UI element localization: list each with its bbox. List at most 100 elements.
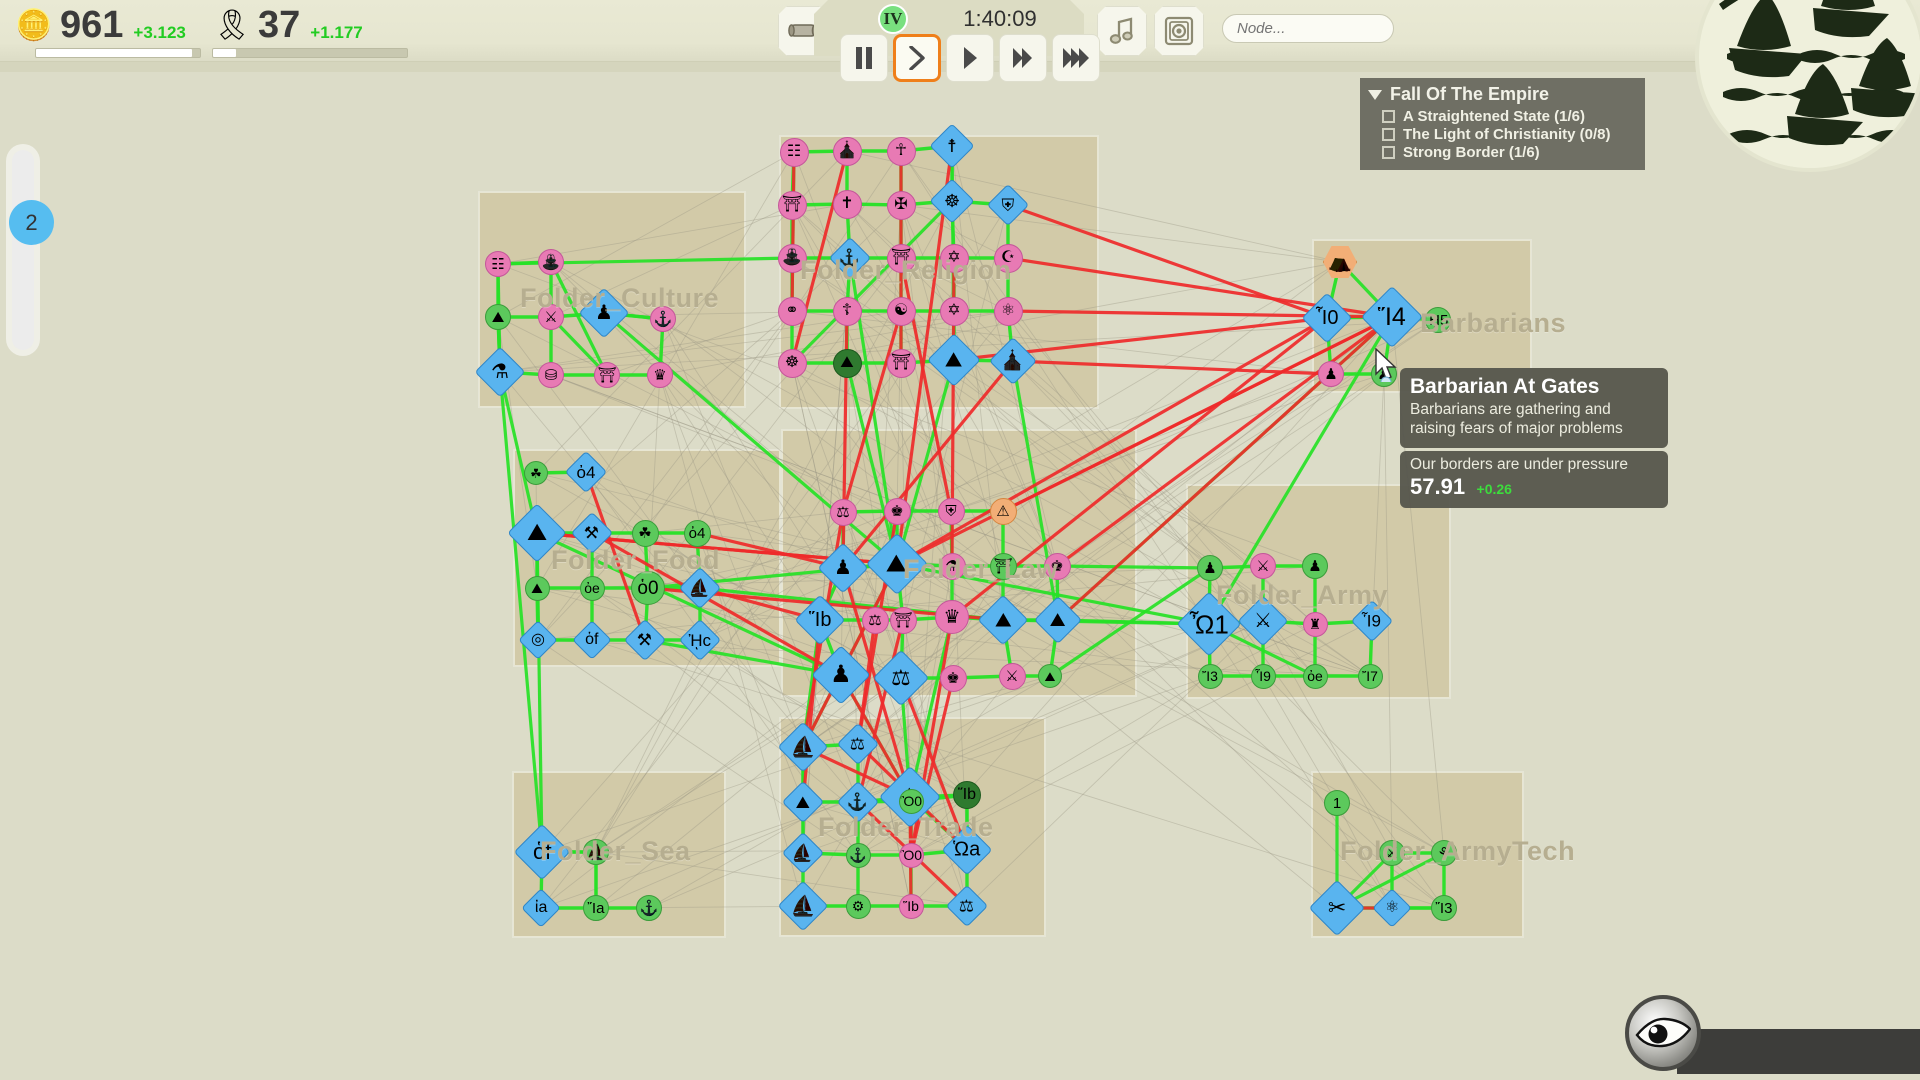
objective-row[interactable]: A Straightened State (1/6) <box>1368 108 1637 125</box>
graph-node[interactable]: ♟ <box>1371 361 1397 387</box>
graph-node[interactable]: ⛰ <box>1038 664 1062 688</box>
graph-node[interactable]: ♟ <box>1318 361 1344 387</box>
graph-node[interactable]: ⚓ <box>846 843 871 868</box>
node-glyph: ⛵ <box>791 737 816 757</box>
graph-node[interactable]: ☷ <box>485 251 511 277</box>
objective-row[interactable]: The Light of Christianity (0/8) <box>1368 126 1637 143</box>
graph-node[interactable]: ⛩ <box>778 191 807 220</box>
graph-node[interactable]: ⚓ <box>650 306 676 332</box>
graph-node[interactable]: Ἵb <box>953 781 981 809</box>
graph-node[interactable]: ⛨ <box>938 498 965 525</box>
search-input[interactable] <box>1222 14 1394 43</box>
graph-node[interactable]: Ἴ3 <box>1431 895 1457 921</box>
graph-node[interactable]: Ἵb <box>899 894 924 919</box>
music-button[interactable] <box>1097 6 1147 56</box>
graph-node[interactable]: ὀ4 <box>684 520 711 547</box>
graph-node[interactable]: ☘ <box>632 520 659 547</box>
triangle-down-icon[interactable] <box>1368 90 1382 100</box>
graph-node[interactable]: ♚ <box>884 498 911 525</box>
graph-node[interactable]: ☷ <box>780 138 809 167</box>
graph-node[interactable]: ☪ <box>994 244 1023 273</box>
graph-node[interactable]: ♟ <box>1197 555 1223 581</box>
graph-node[interactable]: ♛ <box>647 362 673 388</box>
graph-node[interactable]: ⚖ <box>862 607 889 634</box>
graph-node[interactable]: ✡ <box>940 297 969 326</box>
node-glyph: Ἴ7 <box>1362 669 1378 683</box>
graph-node[interactable]: ⚙ <box>846 894 871 919</box>
graph-node[interactable]: ⚖ <box>830 499 857 526</box>
graph-node[interactable]: ☯ <box>887 297 916 326</box>
eye-icon[interactable] <box>1625 995 1701 1071</box>
graph-node[interactable]: ⛵ <box>583 839 609 865</box>
graph-node[interactable]: ⚛ <box>994 297 1023 326</box>
graph-node[interactable]: ⚓ <box>636 895 662 921</box>
graph-node[interactable]: ⚘ <box>1431 840 1457 866</box>
speed-button-fastest[interactable] <box>1052 34 1100 82</box>
graph-node[interactable]: ✡ <box>940 244 969 273</box>
node-glyph: ⛰ <box>886 551 907 576</box>
graph-node[interactable]: ⛲ <box>778 244 807 273</box>
speed-button-slow[interactable] <box>893 34 941 82</box>
node-glyph: ☨ <box>947 137 957 155</box>
graph-node[interactable]: ♚ <box>940 665 967 692</box>
graph-node[interactable]: Ἴ7 <box>1358 664 1383 689</box>
graph-node[interactable]: ὀe <box>580 576 605 601</box>
objective-row[interactable]: Strong Border (1/6) <box>1368 144 1637 161</box>
graph-node[interactable]: Ἴ3 <box>1198 664 1223 689</box>
node-glyph: ⛨ <box>945 504 956 519</box>
objective-checkbox[interactable] <box>1382 110 1395 123</box>
resource-gold[interactable]: 🪙 961 +3.123 <box>14 4 186 47</box>
objective-checkbox[interactable] <box>1382 128 1395 141</box>
graph-node[interactable]: ⛩ <box>887 349 916 378</box>
graph-node[interactable]: ♛ <box>935 600 969 634</box>
speed-button-normal[interactable] <box>946 34 994 82</box>
graph-node[interactable]: ⚔ <box>1379 840 1405 866</box>
vision-widget[interactable] <box>1625 995 1920 1080</box>
speed-button-pause[interactable] <box>840 34 888 82</box>
graph-node[interactable]: ⛩ <box>990 553 1017 580</box>
era-badge[interactable]: IV <box>878 4 908 34</box>
graph-node[interactable]: ☸ <box>778 349 807 378</box>
node-glyph: ᾘ5 <box>1428 313 1449 328</box>
graph-node[interactable]: ⛩ <box>890 607 917 634</box>
graph-node[interactable]: ☥ <box>887 137 916 166</box>
zoom-slider-handle[interactable]: 2 <box>9 200 54 245</box>
graph-node[interactable]: Ἴa <box>583 895 609 921</box>
graph-node[interactable]: ⚗ <box>939 553 966 580</box>
graph-node[interactable]: ⛩ <box>594 362 620 388</box>
objectives-header[interactable]: Fall Of The Empire <box>1368 84 1637 105</box>
graph-node[interactable]: ☦ <box>833 297 862 326</box>
graph-node[interactable]: ὁ0 <box>631 571 665 605</box>
graph-node[interactable]: ⚠ <box>990 498 1017 525</box>
graph-node[interactable]: ⛰ <box>525 576 550 601</box>
graph-node[interactable]: ♟ <box>1302 553 1328 579</box>
graph-node[interactable]: Ὃ0 <box>899 843 924 868</box>
graph-node[interactable]: ⚔ <box>538 304 564 330</box>
graph-node[interactable]: ✝ <box>833 190 862 219</box>
graph-node[interactable]: ⚔ <box>999 663 1026 690</box>
graph-node[interactable]: ✠ <box>887 191 916 220</box>
resource-culture[interactable]: 🎗 37 +1.177 <box>212 4 363 47</box>
zoom-slider-track[interactable]: 2 <box>12 150 34 350</box>
objectives-panel[interactable]: Fall Of The Empire A Straightened State … <box>1360 78 1645 170</box>
graph-node[interactable]: ⛪ <box>833 137 862 166</box>
graph-node[interactable]: ☘ <box>524 461 548 485</box>
graph-node[interactable]: ⚭ <box>778 297 807 326</box>
graph-node[interactable]: Ἷ9 <box>1251 664 1276 689</box>
sound-button[interactable] <box>1154 6 1204 56</box>
graph-node[interactable]: ⛩ <box>887 244 916 273</box>
graph-node[interactable]: ♜ <box>1303 612 1328 637</box>
graph-node[interactable]: Ὃ0 <box>899 789 924 814</box>
node-glyph: ☸ <box>944 192 960 210</box>
speed-button-fast[interactable] <box>999 34 1047 82</box>
graph-node[interactable]: ♚ <box>1044 553 1071 580</box>
graph-node[interactable]: ⛲ <box>538 249 564 275</box>
graph-node[interactable]: ὞1 <box>1324 790 1350 816</box>
graph-node[interactable]: ⚔ <box>1250 553 1276 579</box>
objective-checkbox[interactable] <box>1382 146 1395 159</box>
graph-node[interactable]: ⛰ <box>833 349 862 378</box>
graph-node[interactable]: ὀe <box>1303 664 1328 689</box>
graph-node[interactable]: ᾘ5 <box>1425 307 1451 333</box>
graph-node[interactable]: ⛰ <box>485 304 511 330</box>
graph-node[interactable]: ⛁ <box>538 362 564 388</box>
